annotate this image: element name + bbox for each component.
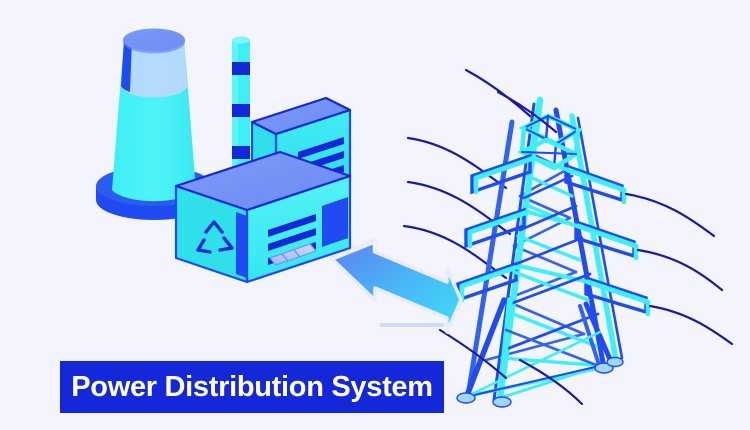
tower-arm-level-2 [464,207,639,261]
exhaust-pipe [268,243,318,266]
power-plant-building-lower [174,150,352,284]
title-banner: Power Distribution System [60,361,444,413]
recycle-symbol [196,220,234,254]
transmission-tower [456,96,651,408]
exchange-arrow [329,238,463,334]
lower-building-door [322,197,348,247]
tower-feet [456,356,624,408]
tower-arm-level-1 [470,153,627,205]
power-lines-right [438,68,734,406]
page-title: Power Distribution System [71,370,433,403]
